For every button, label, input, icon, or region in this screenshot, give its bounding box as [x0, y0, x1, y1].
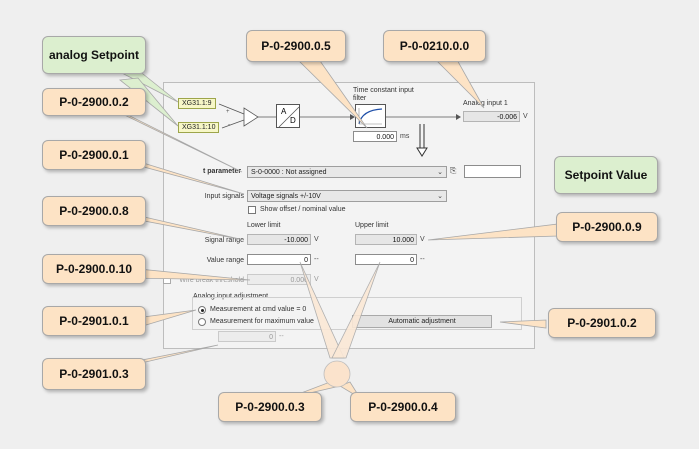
callout-p-2900-0-2: P-0-2900.0.2 — [42, 88, 146, 116]
analog-input-title: Analog input 1 — [463, 100, 508, 107]
filter-time-input[interactable]: 0.000 — [353, 131, 397, 142]
callout-p-0210-0-0: P-0-0210.0.0 — [383, 30, 486, 62]
callout-setpoint-value: Setpoint Value — [554, 156, 658, 194]
value-range-lower-input[interactable]: 0 — [247, 254, 311, 265]
svg-text:+: + — [226, 109, 230, 115]
analog-input-unit: V — [523, 113, 528, 120]
adjust-radio-max[interactable] — [198, 318, 206, 326]
filter-curve-icon — [355, 104, 386, 128]
value-range-upper-input[interactable]: 0 — [355, 254, 417, 265]
input-signals-label: Input signals — [204, 193, 244, 200]
show-offset-checkbox[interactable] — [248, 206, 256, 214]
callout-p-2901-0-2: P-0-2901.0.2 — [548, 308, 656, 338]
target-parameter-label: t parameter — [203, 168, 242, 175]
callout-analog-setpoint: analog Setpoint — [42, 36, 146, 74]
adc-block: A D — [276, 104, 300, 128]
automatic-adjustment-button[interactable]: Automatic adjustment — [352, 315, 492, 328]
value-range-upper-unit: -- — [420, 256, 425, 263]
signal-range-upper-field: 10.000 — [355, 234, 417, 245]
wire-break-field: 0.000 — [247, 274, 311, 285]
adjust-option2-label: Measurement for maximum value — [210, 318, 314, 325]
filter-unit: ms — [400, 133, 410, 140]
signal-range-upper-unit: V — [420, 236, 425, 243]
input-signals-select[interactable]: Voltage signals +/-10V⌄ — [247, 190, 447, 202]
target-parameter-select[interactable]: S-0-0000 : Not assigned⌄ — [247, 166, 447, 178]
arrow-down-icon — [416, 124, 428, 157]
upper-limit-header: Upper limit — [355, 222, 389, 229]
show-offset-label: Show offset / nominal value — [260, 206, 346, 213]
callout-p-2900-0-5: P-0-2900.0.5 — [246, 30, 346, 62]
callout-p-2900-0-1: P-0-2900.0.1 — [42, 140, 146, 170]
adc-label-a: A — [281, 107, 287, 116]
wire-break-checkbox[interactable] — [163, 276, 171, 284]
callout-p-2900-0-8: P-0-2900.0.8 — [42, 196, 146, 226]
signal-range-lower-field: -10.000 — [247, 234, 311, 245]
callout-p-2900-0-9: P-0-2900.0.9 — [556, 212, 658, 242]
parameter-help-icon[interactable]: ⎘ — [450, 166, 457, 175]
callout-p-2900-0-3: P-0-2900.0.3 — [218, 392, 322, 422]
analog-input-value: -0.006 — [463, 111, 520, 122]
adjust-bottom-field: 0 — [218, 331, 276, 342]
adjust-radio-cmd-zero[interactable] — [198, 306, 206, 314]
callout-p-2901-0-3: P-0-2901.0.3 — [42, 358, 146, 390]
signal-range-label: Signal range — [204, 237, 244, 244]
adjustment-group-title: Analog input adjustment — [193, 293, 269, 300]
value-range-label: Value range — [206, 257, 244, 264]
callout-p-2900-0-4: P-0-2900.0.4 — [350, 392, 456, 422]
adjust-option1-label: Measurement at cmd value = 0 — [210, 306, 307, 313]
wire-break-label: Wire break threshold — [179, 277, 244, 284]
callout-p-2900-0-10: P-0-2900.0.10 — [42, 254, 146, 284]
input-pin-1: XG31.1:9 — [178, 98, 216, 109]
svg-text:-: - — [228, 122, 230, 128]
setpoint-value-field — [464, 165, 521, 178]
adc-label-d: D — [290, 116, 296, 125]
filter-title: Time constant input filter — [353, 87, 414, 102]
adjust-bottom-unit: -- — [279, 333, 284, 340]
input-pin-2: XG31.1:10 — [178, 122, 220, 133]
value-range-lower-unit: -- — [314, 256, 319, 263]
callout-p-2901-0-1: P-0-2901.0.1 — [42, 306, 146, 336]
signal-range-lower-unit: V — [314, 236, 319, 243]
wire-break-unit: V — [314, 276, 319, 283]
lower-limit-header: Lower limit — [247, 222, 281, 229]
